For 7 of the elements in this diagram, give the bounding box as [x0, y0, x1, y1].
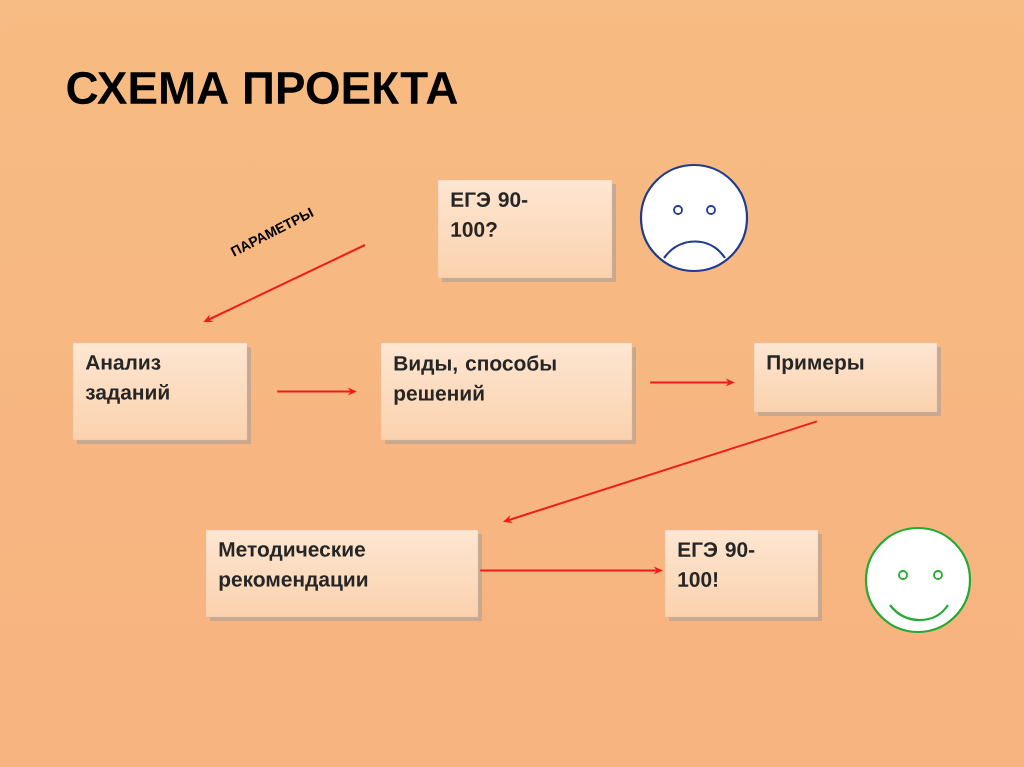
- title: СХЕМА ПРОЕКТА: [67, 71, 458, 105]
- text-box: Примеры: [753, 342, 941, 416]
- text-box: Анализ заданий: [72, 342, 251, 444]
- text-box: Виды, способы решений: [380, 342, 636, 444]
- text-box: ЕГЭ 90-100!: [664, 529, 822, 621]
- text-box: ЕГЭ 90-100?: [437, 179, 616, 282]
- text-box: Методические рекомендации: [205, 529, 482, 621]
